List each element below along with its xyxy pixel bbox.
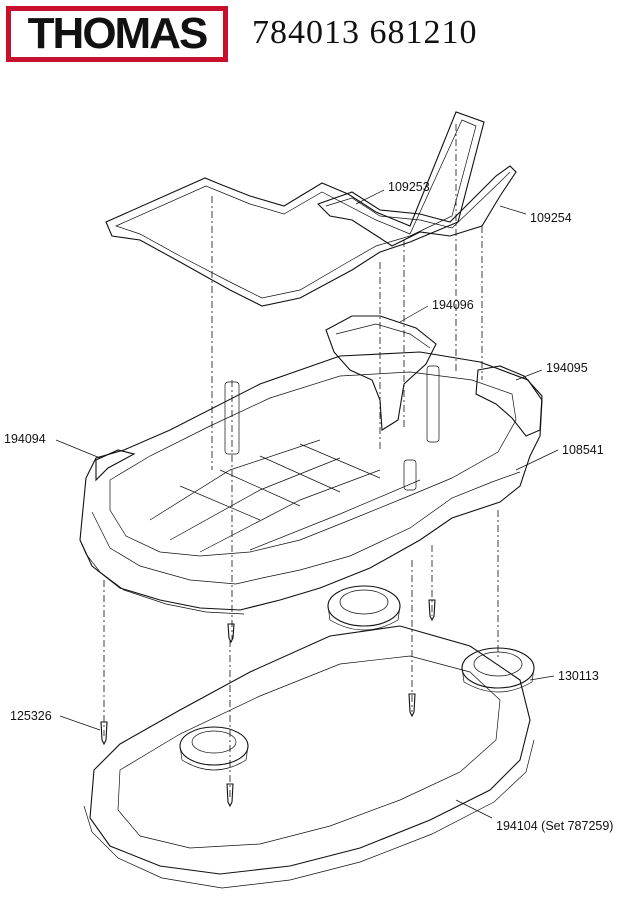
castor-wheel-right-front [327,585,401,631]
main-housing [79,315,543,615]
part-label-194095: 194095 [546,361,588,375]
assembly-axes [103,124,499,800]
screws [100,599,436,808]
gasket-frame-109254 [316,165,517,247]
bumper-base [83,625,535,889]
part-label-109253: 109253 [388,180,430,194]
part-label-108541: 108541 [562,443,604,457]
part-label-194094: 194094 [4,432,46,446]
part-label-130113: 130113 [558,669,599,683]
part-label-109254: 109254 [530,211,572,225]
part-label-194096: 194096 [432,298,474,312]
brand-logo: THOMAS [6,6,228,62]
leader-lines [55,189,559,819]
castor-wheel-left [179,726,249,771]
model-numbers: 784013 681210 [252,14,478,51]
part-label-125326: 125326 [10,709,52,723]
castor-wheel-right-rear [461,647,535,693]
part-label-194104: 194104 (Set 787259) [496,819,613,833]
brand-logo-text: THOMAS [27,9,209,58]
gasket-frame-109253 [105,111,485,307]
